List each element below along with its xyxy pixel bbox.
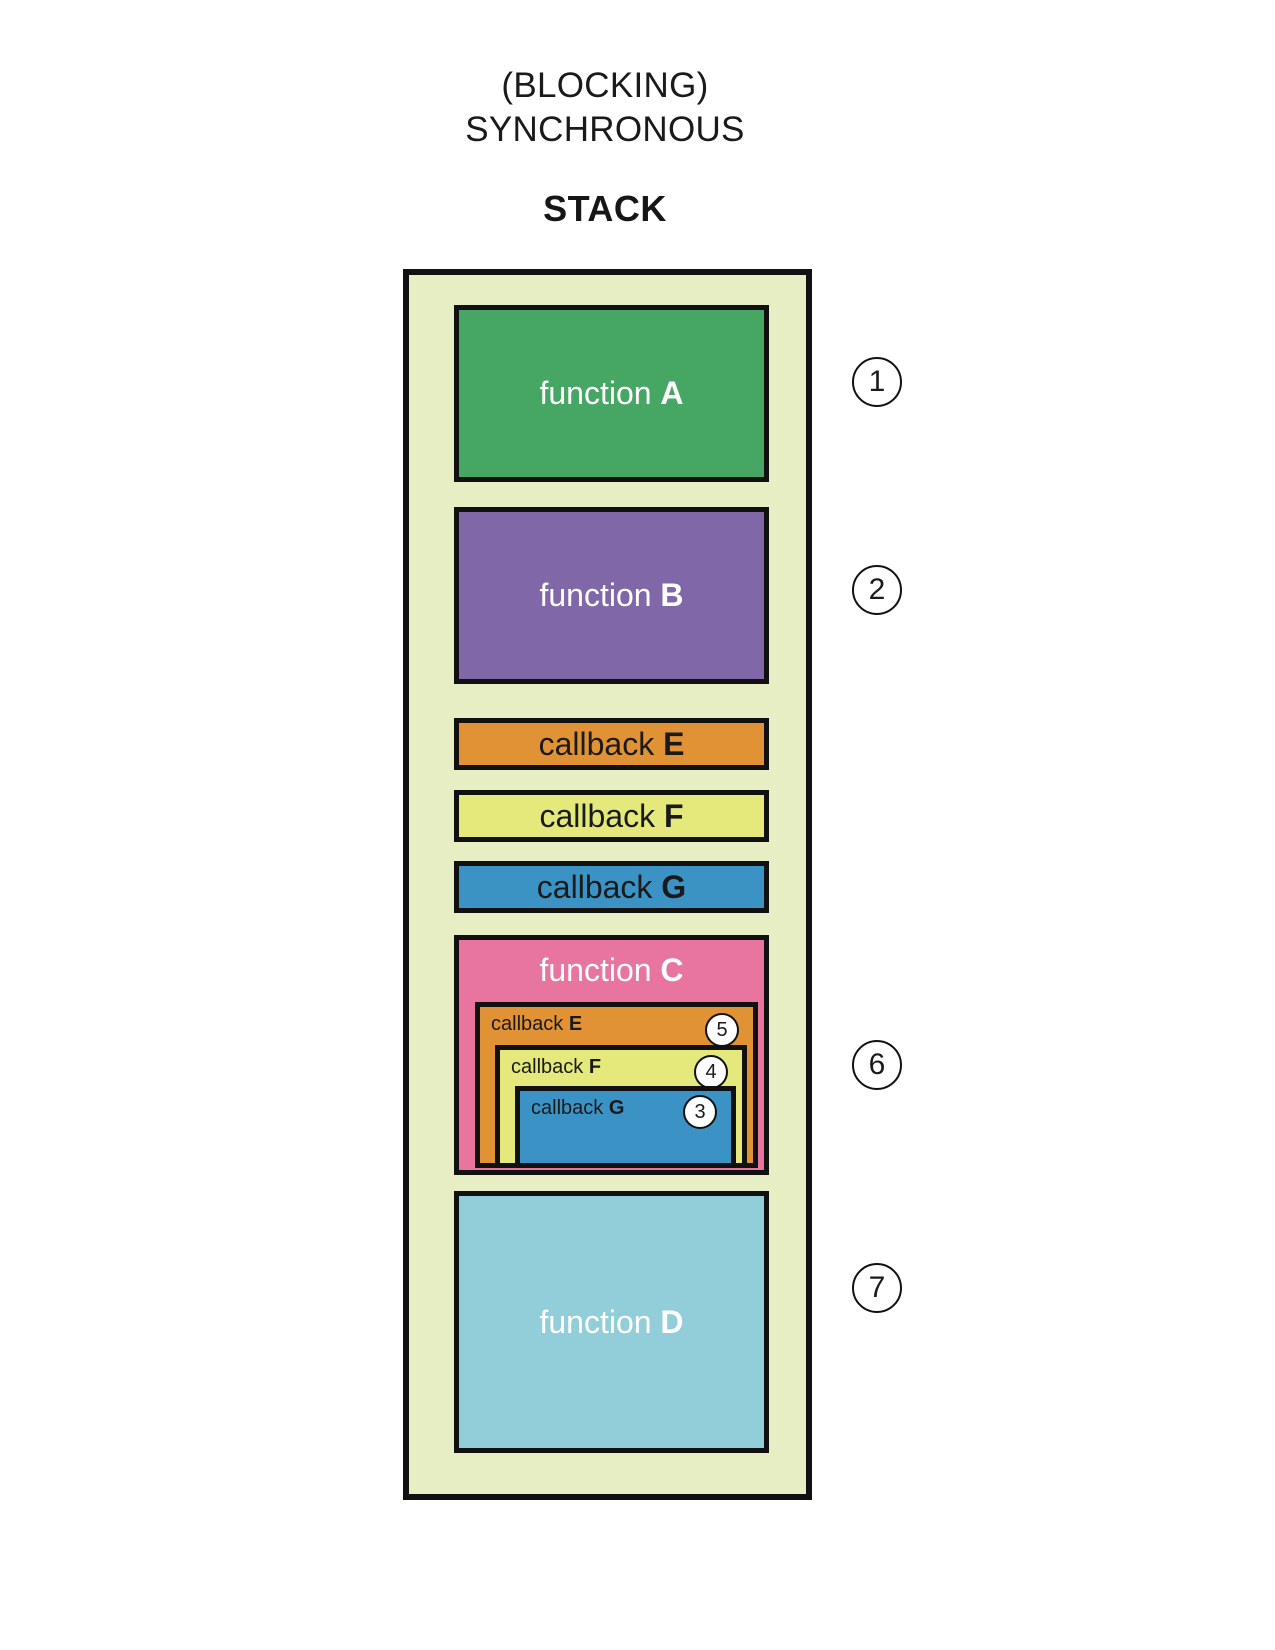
nested-label-text: callback [491, 1013, 569, 1035]
stack-container: function A function B callback E callbac… [403, 269, 812, 1500]
frame-label-callback-f: callback F [539, 798, 683, 835]
nested-label-letter: E [568, 1013, 583, 1035]
frame-label-text: callback [536, 868, 662, 905]
stack-frame-function-a[interactable]: function A [454, 305, 769, 482]
step-badge-2: 2 [852, 565, 902, 615]
frame-label-letter: E [663, 725, 685, 762]
nested-label-text: callback [531, 1097, 609, 1119]
frame-label-function-c: function C [459, 940, 764, 989]
step-badge-3: 3 [683, 1095, 717, 1129]
nested-label-text: callback [511, 1056, 589, 1078]
step-badge-5: 5 [705, 1013, 739, 1047]
frame-label-callback-e: callback E [539, 726, 685, 763]
stack-frame-callback-g[interactable]: callback G [454, 861, 769, 913]
frame-label-letter: B [660, 577, 684, 613]
frame-label-text: function [539, 577, 661, 613]
stack-frame-function-c[interactable]: function C callback E 5 callback F 4 cal… [454, 935, 769, 1175]
frame-label-function-a: function A [539, 375, 683, 412]
frame-label-letter: G [661, 868, 687, 905]
frame-label-function-d: function D [539, 1304, 683, 1341]
frame-label-letter: D [660, 1303, 684, 1340]
frame-label-text: function [539, 1303, 661, 1340]
frame-label-text: callback [538, 725, 664, 762]
nested-callback-e[interactable]: callback E 5 callback F 4 callback G 3 [475, 1002, 758, 1168]
nested-label-callback-g: callback G [520, 1091, 731, 1120]
step-badge-6: 6 [852, 1040, 902, 1090]
frame-label-letter: A [660, 375, 684, 411]
frame-label-letter: F [663, 797, 684, 834]
stack-frame-callback-e[interactable]: callback E [454, 718, 769, 770]
frame-label-callback-g: callback G [537, 869, 686, 906]
step-badge-4: 4 [694, 1055, 728, 1089]
nested-label-callback-f: callback F [500, 1050, 742, 1079]
frame-label-letter: C [660, 952, 684, 988]
diagram-heading: (BLOCKING) SYNCHRONOUS [0, 64, 1210, 152]
stack-frame-function-b[interactable]: function B [454, 507, 769, 684]
step-badge-1: 1 [852, 357, 902, 407]
stack-frame-function-d[interactable]: function D [454, 1191, 769, 1453]
frame-label-text: function [539, 375, 661, 411]
stack-title: STACK [543, 188, 667, 229]
step-badge-7: 7 [852, 1263, 902, 1313]
heading-line-blocking: (BLOCKING) [501, 66, 709, 105]
nested-callback-f[interactable]: callback F 4 callback G 3 [495, 1045, 747, 1168]
frame-label-function-b: function B [539, 577, 683, 614]
nested-callback-g[interactable]: callback G 3 [515, 1086, 736, 1168]
nested-label-letter: G [608, 1097, 625, 1119]
nested-label-letter: F [588, 1056, 602, 1078]
frame-label-text: callback [539, 797, 664, 834]
stack-frame-callback-f[interactable]: callback F [454, 790, 769, 842]
nested-label-callback-e: callback E [480, 1007, 753, 1036]
heading-line-synchronous: SYNCHRONOUS [465, 110, 745, 149]
frame-label-text: function [539, 952, 661, 988]
